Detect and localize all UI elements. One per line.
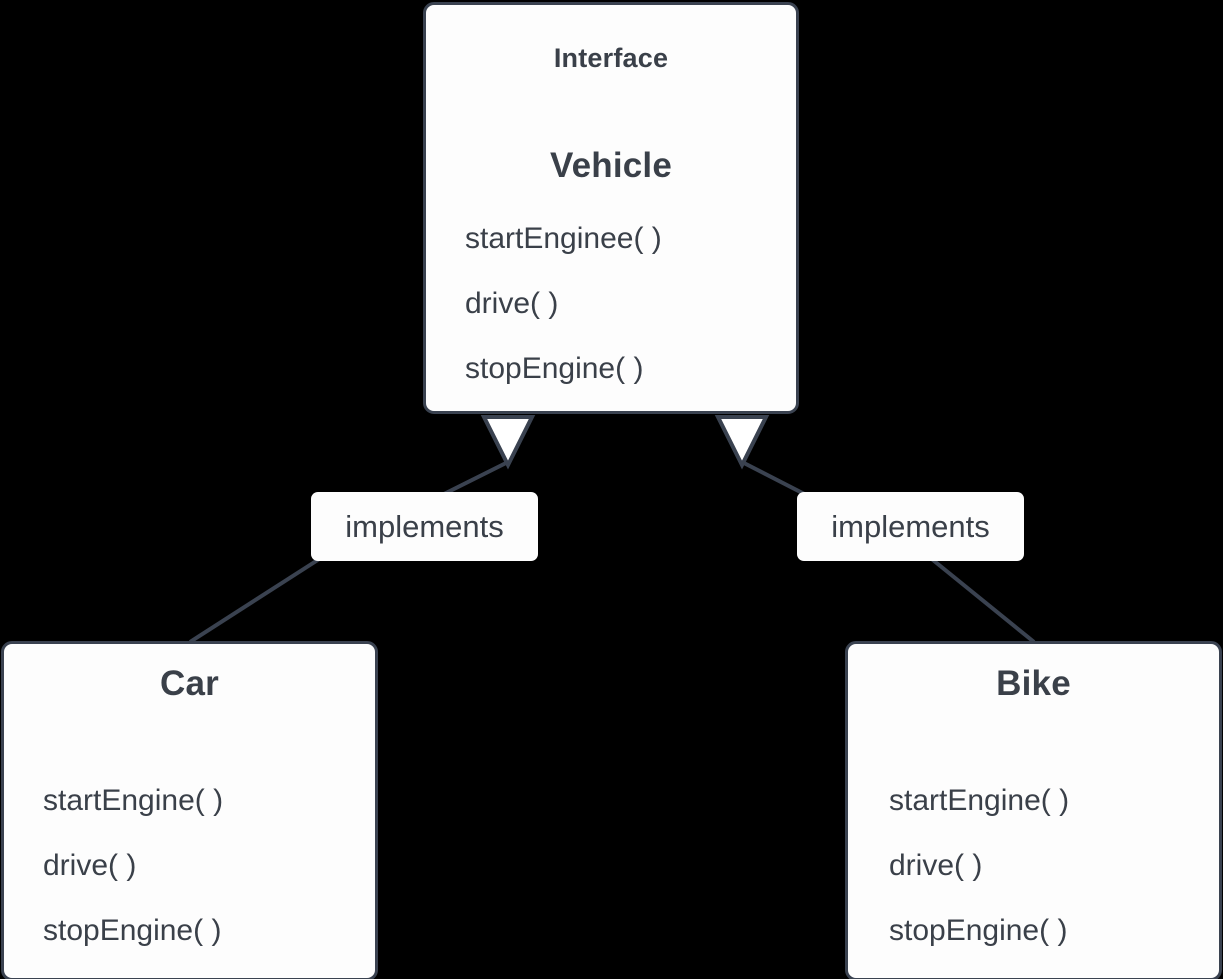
realization-arrowhead-car [480, 415, 536, 470]
node-bike[interactable]: Bike startEngine( ) drive( ) stopEngine(… [845, 641, 1222, 979]
node-car[interactable]: Car startEngine( ) drive( ) stopEngine( … [1, 641, 378, 979]
car-member-2: stopEngine( ) [43, 914, 222, 947]
car-member-0: startEngine( ) [43, 784, 224, 817]
edge-label-implements-car[interactable]: implements [311, 492, 538, 561]
bike-member-1: drive( ) [889, 849, 983, 882]
edge-label-implements-bike[interactable]: implements [797, 492, 1024, 561]
edge-line-bike-lower [926, 554, 1036, 644]
car-member-1: drive( ) [43, 849, 137, 882]
vehicle-members: startEnginee( ) drive( ) stopEngine( ) [426, 224, 796, 384]
node-vehicle[interactable]: Interface Vehicle startEnginee( ) drive(… [423, 2, 799, 414]
bike-member-0: startEngine( ) [889, 784, 1070, 817]
realization-arrowhead-bike [714, 415, 770, 470]
car-title: Car [160, 664, 219, 703]
edge-line-car-lower [188, 554, 326, 644]
bike-title: Bike [996, 664, 1071, 703]
vehicle-member-0: startEnginee( ) [465, 222, 662, 255]
car-members: startEngine( ) drive( ) stopEngine( ) [4, 786, 375, 946]
bike-member-2: stopEngine( ) [889, 914, 1068, 947]
vehicle-stereotype: Interface [553, 43, 669, 73]
vehicle-title: Vehicle [549, 146, 673, 185]
bike-members: startEngine( ) drive( ) stopEngine( ) [848, 786, 1219, 946]
vehicle-member-2: stopEngine( ) [465, 352, 644, 385]
vehicle-member-1: drive( ) [465, 287, 559, 320]
